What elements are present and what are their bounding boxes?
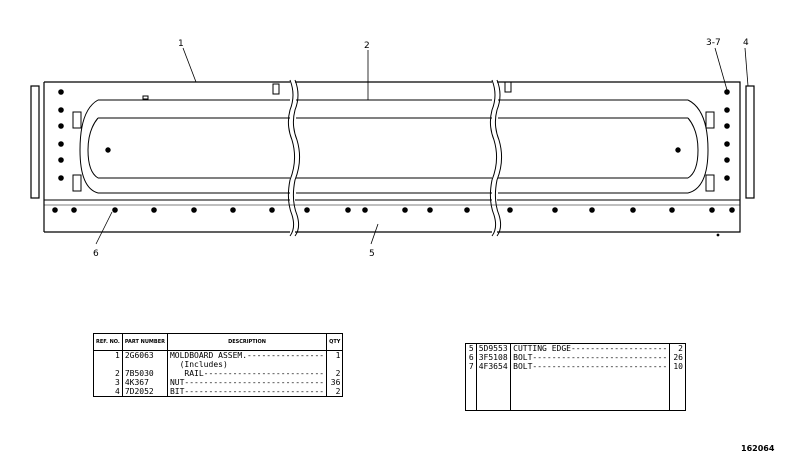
part-number-cell: [122, 360, 168, 369]
table-row: 7 4F3654 BOLT---------------------------…: [465, 362, 686, 371]
part-number-cell: 2G6063: [122, 350, 168, 360]
qty-cell: 2: [678, 344, 683, 353]
bit-left: [72, 111, 82, 192]
ref-cell: 7: [465, 362, 477, 371]
header-description: DESCRIPTION: [167, 333, 328, 351]
bit-right: [705, 111, 715, 192]
parts-table-left: REF. NO. PART NUMBER DESCRIPTION QTY 1 2…: [93, 333, 344, 397]
callout-5: 5: [369, 249, 375, 259]
ref-cell: 2: [93, 369, 123, 378]
callout-3-7: 3-7: [706, 38, 721, 48]
table-row: 4 7D2052 BIT----------------------------…: [93, 387, 343, 397]
empty-cell: [670, 371, 686, 411]
qty-cell: 2: [335, 369, 341, 378]
parts-table-right: 5 5D9553 CUTTING EDGE-------------------…: [465, 343, 686, 411]
description-cell: BOLT----------------------------: [510, 353, 671, 362]
description-cell: NUT-----------------------------: [167, 378, 328, 387]
header-ref-no: REF. NO.: [93, 333, 123, 351]
table-row: 3 4K367 NUT-----------------------------…: [93, 378, 343, 387]
break-lines: [287, 79, 503, 237]
table-row: 1 2G6063 MOLDBOARD ASSEM.---------------…: [93, 350, 343, 360]
table-row: 5 5D9553 CUTTING EDGE-------------------…: [465, 343, 686, 353]
rail: [79, 81, 709, 194]
moldboard-drawing: 1 2 3-7 4 5 6: [30, 38, 755, 259]
description-cell: BIT-----------------------------: [167, 387, 328, 397]
cutting-edge-bolts: [52, 207, 735, 213]
ref-cell: 4: [93, 387, 123, 397]
part-number-cell: 7D2052: [122, 387, 168, 397]
callout-6: 6: [93, 249, 99, 259]
qty-cell: 10: [673, 362, 683, 371]
qty-cell: 26: [673, 353, 683, 362]
qty-cell: 36: [330, 378, 341, 387]
part-number-cell: 4K367: [122, 378, 168, 387]
description-cell: BOLT----------------------------: [510, 362, 671, 371]
empty-cell: [465, 371, 477, 411]
description-cell: CUTTING EDGE--------------------: [510, 343, 671, 353]
part-number-cell: 7B5030: [122, 369, 168, 378]
header-part-number: PART NUMBER: [122, 333, 168, 351]
ref-cell: 5: [465, 343, 477, 353]
description-cell: RAIL-------------------------: [167, 369, 328, 378]
callout-2: 2: [364, 41, 370, 51]
table-row: 6 3F5108 BOLT---------------------------…: [465, 353, 686, 362]
part-number-cell: 5D9553: [476, 343, 512, 353]
part-number-cell: 4F3654: [476, 362, 512, 371]
header-qty: QTY: [326, 333, 343, 351]
description-cell: (Includes): [167, 360, 328, 369]
callout-4: 4: [743, 38, 749, 48]
moldboard-outline: [30, 81, 755, 233]
table-row: 2 7B5030 RAIL------------------------- 2: [93, 369, 343, 378]
qty-cell: [327, 360, 343, 369]
ref-cell: 3: [93, 378, 123, 387]
qty-cell: 1: [335, 351, 341, 360]
figure-number: 162064: [741, 444, 775, 453]
leader-lines: [95, 47, 749, 245]
ref-cell: 1: [93, 350, 123, 360]
table-row: (Includes): [93, 360, 343, 369]
part-number-cell: 3F5108: [476, 353, 512, 362]
callout-1: 1: [178, 39, 184, 49]
ref-cell: 6: [465, 353, 477, 362]
side-bolts: [58, 89, 730, 181]
description-cell: MOLDBOARD ASSEM.----------------: [167, 350, 328, 360]
empty-cell: [476, 371, 512, 411]
qty-cell: 2: [335, 387, 341, 396]
ref-cell: [93, 360, 123, 369]
table-filler-row: [465, 371, 686, 411]
empty-cell: [510, 371, 671, 411]
